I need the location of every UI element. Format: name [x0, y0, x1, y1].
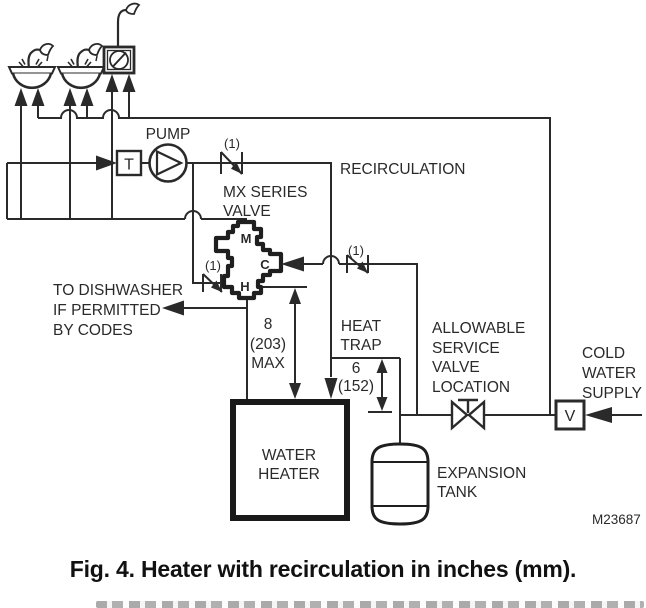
temperature-sensor-box [115, 149, 143, 177]
service-valve-label-3: VALVE [432, 359, 480, 376]
service-gate-valve [450, 398, 486, 431]
washer-slash [111, 51, 127, 68]
expansion-tank-shape [370, 442, 430, 526]
figure-caption: Fig. 4. Heater with recirculation in inc… [69, 556, 577, 582]
dim6-value: 6 [352, 360, 361, 377]
note1-cold-check-valve: (1) [348, 243, 364, 258]
cold-supply-label-1: COLD [582, 345, 625, 362]
pump-label: PUMP [146, 126, 191, 143]
sensor-t-label: T [124, 157, 134, 174]
heat-trap-label-2: TRAP [340, 337, 381, 354]
cropped-next-line-sliver [96, 601, 644, 608]
arrow-sink1-cold [31, 88, 45, 106]
note1-hot-check-valve: (1) [205, 258, 221, 273]
water-heater-label-2: HEATER [258, 466, 320, 483]
figure-ref-number: M23687 [592, 512, 641, 527]
flow-arrow-into-heater [324, 378, 338, 399]
washer-drum-circle [109, 50, 129, 70]
fixtures [7, 2, 141, 106]
mx-valve-label-2: VALVE [223, 203, 271, 220]
flow-arrow-into-sensor [96, 155, 117, 171]
pipe-cold-fixture-header [38, 109, 551, 415]
flow-arrow-to-dishwasher [162, 300, 184, 316]
sink-2 [56, 42, 106, 90]
water-heater-label-1: WATER [262, 447, 316, 464]
arrow-sink2-cold [80, 88, 94, 106]
check-valve-cold-inlet [346, 254, 369, 274]
port-m-label: M [241, 231, 252, 246]
washer-box [102, 2, 141, 75]
piping-lines [6, 90, 642, 444]
dishwasher-label-2: IF PERMITTED [53, 302, 161, 319]
recirculation-label: RECIRCULATION [340, 161, 465, 178]
dimension-6in [376, 359, 388, 411]
expansion-tank-label-2: TANK [437, 484, 478, 501]
washer-faucet-spout [125, 2, 141, 15]
arrow-sink1-hot [14, 88, 28, 106]
dimension-8in [289, 288, 301, 399]
valve-v-label: V [565, 408, 576, 425]
service-valve-label-1: ALLOWABLE [432, 320, 525, 337]
arrow-sink2-hot [63, 88, 77, 106]
flow-arrow-cold-supply [585, 407, 612, 423]
heat-trap-label-1: HEAT [341, 318, 382, 335]
arrow-washer-cold [122, 74, 136, 92]
diagram-labels: PUMP (1) RECIRCULATION MX SERIES VALVE (… [53, 126, 642, 527]
washer-faucet-stem [116, 8, 127, 47]
port-c-label: C [260, 257, 270, 272]
check-valve-recirculation [220, 151, 243, 175]
note1-pump-check-valve: (1) [224, 136, 240, 151]
dim8-value: 8 [264, 316, 273, 333]
pipe-pump-discharge [187, 162, 332, 377]
mx-valve-body [213, 219, 284, 301]
water-heater-tank [230, 399, 350, 521]
mx-valve-label-1: MX SERIES [223, 184, 307, 201]
pipe-cport-line [304, 263, 418, 415]
dishwasher-label-1: TO DISHWASHER [53, 282, 183, 299]
cold-supply-valve-box [554, 399, 586, 431]
pipe-mixed-header [7, 218, 247, 223]
mx-mixing-valve [213, 219, 304, 301]
dim8-max: MAX [251, 355, 285, 372]
port-h-label: H [240, 279, 249, 294]
sink-1 [7, 42, 57, 90]
pump-assembly [96, 143, 188, 183]
dim6-mm: (152) [338, 378, 374, 395]
piping-diagram-canvas: PUMP (1) RECIRCULATION MX SERIES VALVE (… [6, 2, 642, 527]
dishwasher-label-3: BY CODES [53, 322, 133, 339]
check-valve-hot-port [202, 273, 223, 293]
pipe-cport-bridge [322, 255, 340, 265]
expansion-tank-label-1: EXPANSION [437, 465, 526, 482]
arrow-washer-hot [105, 74, 119, 92]
flow-arrow-into-c-port [281, 256, 304, 272]
cold-supply-label-2: WATER [582, 365, 636, 382]
service-valve-label-4: LOCATION [432, 379, 510, 396]
dim8-mm: (203) [250, 336, 286, 353]
pump-impeller-triangle [155, 149, 184, 177]
service-valve-label-2: SERVICE [432, 340, 500, 357]
cold-supply-label-3: SUPPLY [582, 385, 642, 402]
